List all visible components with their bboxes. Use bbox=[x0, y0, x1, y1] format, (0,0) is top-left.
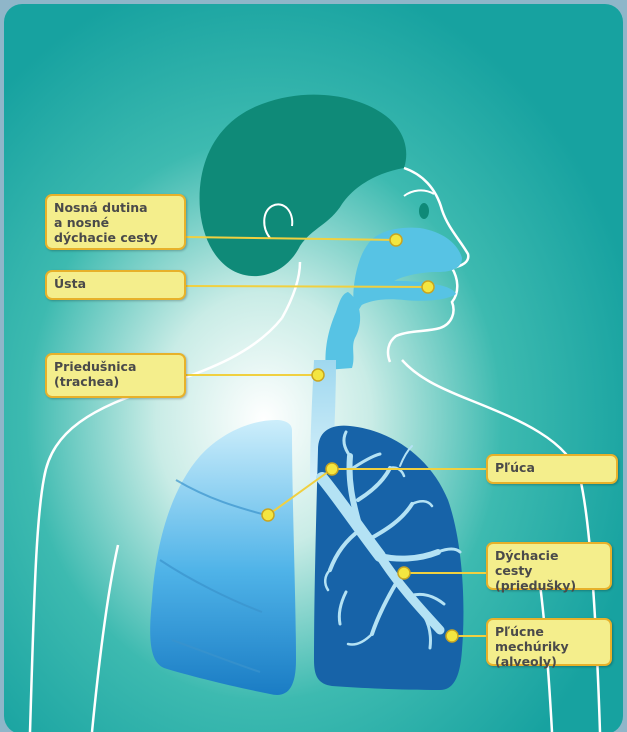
dot-bronchi bbox=[398, 567, 410, 579]
dot-trachea bbox=[312, 369, 324, 381]
label-alveoli: Pľúcne mechúriky (alveoly) bbox=[486, 618, 612, 666]
dot-mouth bbox=[422, 281, 434, 293]
label-trachea: Priedušnica (trachea) bbox=[45, 353, 186, 398]
label-mouth: Ústa bbox=[45, 270, 186, 300]
dot-nasal bbox=[390, 234, 402, 246]
label-bronchi: Dýchacie cesty (priedušky) bbox=[486, 542, 612, 590]
dot-lungs-left bbox=[262, 509, 274, 521]
dot-lungs-right bbox=[326, 463, 338, 475]
leader-mouth bbox=[186, 286, 428, 287]
dot-alveoli bbox=[446, 630, 458, 642]
eye-icon bbox=[419, 203, 429, 219]
label-nasal-cavity: Nosná dutina a nosné dýchacie cesty bbox=[45, 194, 186, 250]
label-lungs: Pľúca bbox=[486, 454, 618, 484]
